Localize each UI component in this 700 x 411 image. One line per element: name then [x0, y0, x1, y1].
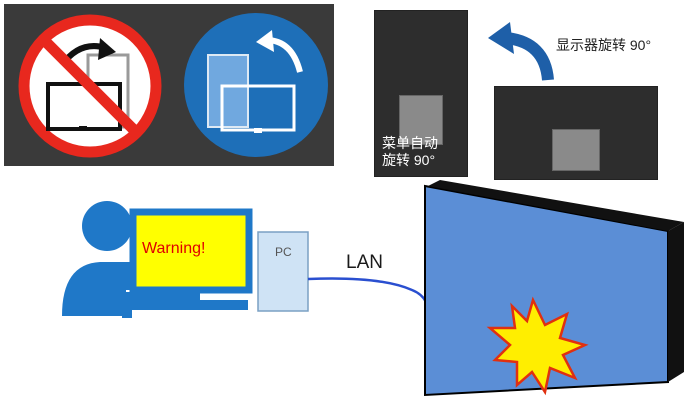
menu-thumbnail [552, 129, 600, 171]
menu-thumbnail [399, 95, 443, 145]
computer-monitor [129, 208, 253, 310]
explosion-burst-icon [486, 296, 589, 396]
landscape-monitor [494, 86, 658, 180]
portrait-monitor: 菜单自动 旋转 90° [374, 10, 468, 177]
lan-cable [307, 277, 428, 303]
warning-text: Warning! [142, 240, 206, 257]
lan-label: LAN [346, 252, 383, 273]
menu-rotate-line2: 旋转 90° [382, 152, 436, 168]
pc-label: PC [275, 245, 292, 259]
pc-tower [257, 231, 309, 312]
rotate-label: 显示器旋转 90° [556, 37, 652, 53]
allow-rotation-icon [184, 13, 328, 157]
large-display [424, 180, 684, 397]
prohibit-rotation-icon [18, 14, 162, 158]
menu-rotate-line1: 菜单自动 [382, 135, 438, 151]
operator-figure [62, 201, 186, 318]
rotate-arrow-icon [488, 22, 554, 81]
